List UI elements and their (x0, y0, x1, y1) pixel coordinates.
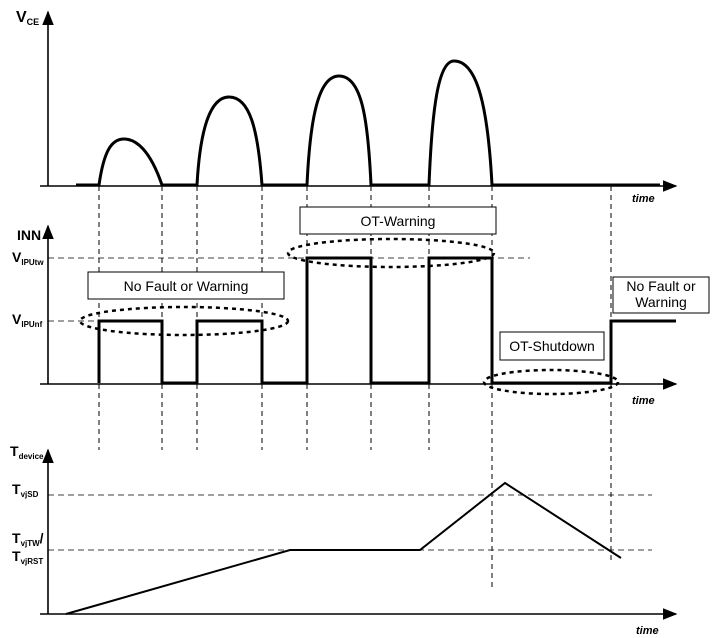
ot-shutdown-box-text: OT-Shutdown (509, 338, 595, 354)
no-fault-right-box-text-1: No Fault or (626, 278, 696, 294)
tdevice-level-rst-label: TvjRST (12, 548, 43, 566)
ot-warning-box: OT-Warning (299, 206, 497, 235)
no-fault-box-text: No Fault or Warning (124, 278, 249, 294)
no-fault-right-box: No Fault or Warning (612, 276, 710, 314)
tdevice-level-sd-label: TvjSD (12, 481, 39, 499)
event-lines (98, 186, 612, 590)
vce-y-label: VCE (16, 9, 39, 27)
ot-shutdown-ellipse (482, 368, 620, 396)
inn-panel: INN VIPUtw VIPUnf time No Fault or Warni… (12, 206, 710, 407)
no-fault-ellipse (78, 305, 290, 337)
tdevice-y-label: Tdevice (10, 443, 44, 461)
tdevice-x-label: time (636, 625, 659, 637)
tdevice-panel: Tdevice TvjSD TvjTW/ TvjRST time (10, 443, 678, 637)
no-fault-right-box-text-2: Warning (635, 294, 687, 310)
ot-warning-ellipse (286, 237, 496, 269)
vce-waveform (76, 59, 660, 187)
vce-panel: VCE time (16, 9, 678, 205)
vce-x-label: time (632, 193, 655, 205)
no-fault-box: No Fault or Warning (87, 271, 285, 300)
inn-x-label: time (632, 395, 655, 407)
ot-shutdown-box: OT-Shutdown (499, 331, 605, 361)
tdevice-waveform (65, 481, 622, 615)
inn-level-low-label: VIPUnf (12, 311, 43, 329)
inn-level-high-label: VIPUtw (12, 249, 44, 267)
tdevice-level-tw-label: TvjTW/ (12, 530, 44, 548)
inn-waveform (97, 256, 676, 385)
inn-y-label: INN (17, 227, 41, 243)
ot-warning-box-text: OT-Warning (361, 213, 436, 229)
